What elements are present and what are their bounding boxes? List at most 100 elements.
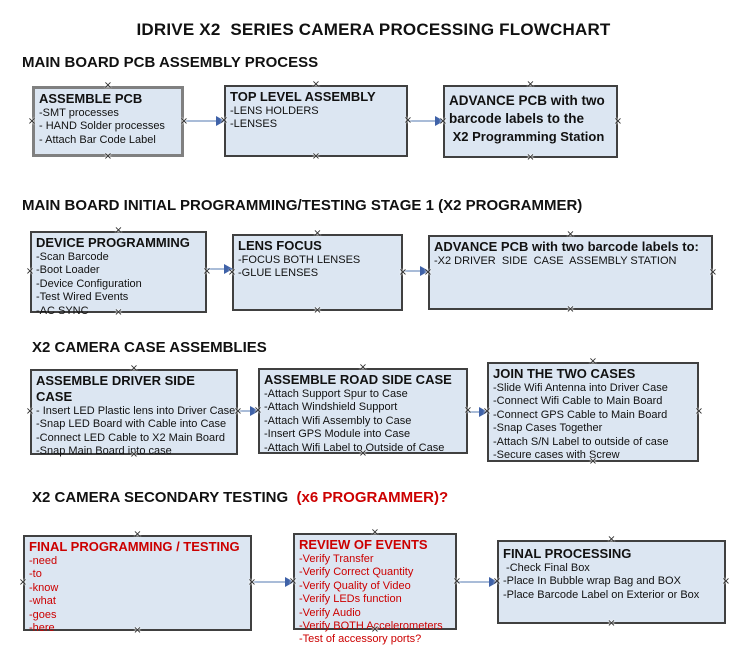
connection-handle: ×	[370, 527, 380, 538]
box-item: -Attach S/N Label to outside of case	[493, 435, 669, 448]
box-item: -know	[29, 581, 59, 594]
box-item: -Scan Barcode	[36, 251, 109, 263]
box-item: - Insert LED Plastic lens into Driver Ca…	[36, 405, 236, 417]
arrow-shaft	[184, 120, 224, 122]
box-item: -Check Final Box	[503, 562, 590, 574]
box-title: ASSEMBLE DRIVER SIDE CASE	[36, 373, 195, 404]
box-item: -Place In Bubble wrap Bag and BOX	[503, 575, 681, 588]
connection-handle: ×	[133, 625, 142, 636]
connection-handle: ×	[358, 362, 368, 373]
box-item: -Verify Audio	[299, 606, 361, 619]
section-header-pcb-assembly: MAIN BOARD PCB ASSEMBLY PROCESS	[22, 54, 319, 71]
connector-arrow[interactable]	[238, 406, 259, 416]
arrow-shaft	[408, 120, 443, 122]
box-item: -LENS HOLDERS	[230, 105, 319, 117]
box-item: - Attach Bar Code Label	[39, 133, 156, 146]
connection-handle: ×	[526, 79, 535, 90]
box-item: -Test Wired Events	[36, 291, 129, 304]
section-header-red-part: (x6 PROGRAMMER)?	[296, 489, 449, 506]
box-item: -goes	[29, 608, 57, 621]
box-item: -Verify Quality of Video	[299, 579, 411, 592]
flow-box-top-level-assembly[interactable]: TOP LEVEL ASSEMBLY -LENS HOLDERS -LENSES	[224, 85, 408, 157]
box-item: -Place Barcode Label on Exterior or Box	[503, 588, 700, 601]
connector-arrow[interactable]	[184, 116, 225, 126]
flow-box-final-processing[interactable]: FINAL PROCESSING -Check Final Box -Place…	[497, 540, 726, 624]
section-header-secondary-testing: X2 CAMERA SECONDARY TESTING (x6 PROGRAMM…	[32, 489, 448, 506]
connector-arrow[interactable]	[252, 577, 294, 587]
flow-box-join-the-two-cases[interactable]: JOIN THE TWO CASES -Slide Wifi Antenna i…	[487, 362, 699, 462]
connector-arrow[interactable]	[468, 407, 488, 417]
box-title: ASSEMBLE ROAD SIDE CASE	[264, 372, 452, 387]
connector-arrow[interactable]	[457, 577, 498, 587]
page-title: IDRIVE X2 SERIES CAMERA PROCESSING FLOWC…	[136, 20, 611, 39]
arrow-head-icon	[224, 264, 233, 274]
box-title: DEVICE PROGRAMMING	[36, 235, 190, 250]
flow-box-lens-focus[interactable]: LENS FOCUS -FOCUS BOTH LENSES -GLUE LENS…	[232, 234, 403, 311]
connector-arrow[interactable]	[403, 266, 429, 276]
box-item: -Test of accessory ports?	[299, 633, 422, 646]
arrow-shaft	[252, 581, 293, 583]
flow-box-assemble-pcb[interactable]: ASSEMBLE PCB -SMT processes - HAND Solde…	[32, 86, 184, 157]
connection-handle: ×	[566, 229, 575, 240]
connection-handle: ×	[233, 406, 243, 417]
section-header-case-assemblies: X2 CAMERA CASE ASSEMBLIES	[32, 339, 267, 356]
connection-handle: ×	[253, 405, 263, 416]
box-item: -Device Configuration	[36, 277, 142, 290]
arrow-shaft	[468, 411, 487, 413]
box-item: -Connect LED Cable to X2 Main Board	[36, 431, 225, 444]
arrow-shaft	[403, 270, 428, 272]
box-item: -Slide Wifi Antenna into Driver Case	[493, 382, 668, 394]
connection-handle: ×	[708, 266, 718, 278]
flow-box-device-programming[interactable]: DEVICE PROGRAMMING -Scan Barcode -Boot L…	[30, 231, 207, 317]
connection-handle: ×	[607, 534, 616, 545]
connection-handle: ×	[311, 79, 321, 90]
connection-handle: ×	[370, 624, 380, 635]
box-item: -need	[29, 555, 58, 567]
arrow-head-icon	[420, 266, 429, 276]
connection-handle: ×	[403, 115, 413, 126]
box-title: JOIN THE TWO CASES	[493, 366, 636, 381]
connection-handle: ×	[588, 456, 598, 467]
connection-handle: ×	[133, 529, 142, 540]
connection-handle: ×	[358, 448, 368, 459]
connection-handle: ×	[25, 266, 35, 277]
flow-box-final-programming-testing[interactable]: FINAL PROGRAMMING / TESTING -need -to -k…	[23, 535, 252, 634]
arrow-head-icon	[489, 577, 498, 587]
connector-arrow[interactable]	[408, 116, 444, 126]
connection-handle: ×	[103, 80, 113, 91]
flow-box-advance-pcb-programming-station[interactable]: ADVANCE PCB with two barcode labels to t…	[443, 85, 618, 158]
box-item: -Insert GPS Module into Case	[264, 428, 411, 441]
connection-handle: ×	[607, 618, 616, 629]
box-item: -GLUE LENSES	[238, 267, 319, 280]
connection-handle: ×	[313, 305, 322, 316]
box-title: LENS FOCUS	[238, 238, 322, 253]
connection-handle: ×	[721, 576, 731, 587]
arrow-head-icon	[250, 406, 259, 416]
box-item: - HAND Solder processes	[39, 120, 165, 133]
box-item: -Verify Correct Quantity	[299, 566, 414, 579]
box-title: REVIEW OF EVENTS	[299, 537, 428, 552]
connection-handle: ×	[566, 304, 575, 315]
connection-handle: ×	[18, 577, 28, 588]
arrow-shaft	[207, 268, 232, 270]
box-item: -what	[29, 595, 56, 608]
box-item: -Snap Main Board into case	[36, 445, 172, 458]
box-title: ADVANCE PCB with two barcode labels to:	[434, 239, 699, 254]
connector-arrow[interactable]	[207, 264, 233, 274]
flow-box-assemble-driver-side-case[interactable]: ASSEMBLE DRIVER SIDE CASE - Insert LED P…	[30, 369, 238, 458]
arrow-shaft	[457, 581, 497, 583]
box-item: -here	[29, 622, 55, 635]
box-item: -Verify BOTH Accelerometers	[299, 620, 443, 633]
connection-handle: ×	[526, 152, 535, 163]
connection-handle: ×	[27, 115, 37, 127]
flow-box-advance-pcb-driver-side[interactable]: ADVANCE PCB with two barcode labels to: …	[428, 235, 713, 310]
connection-handle: ×	[103, 151, 113, 162]
arrow-head-icon	[435, 116, 444, 126]
box-item: -Snap LED Board with Cable into Case	[36, 418, 227, 431]
flow-box-assemble-road-side-case[interactable]: ASSEMBLE ROAD SIDE CASE -Attach Support …	[258, 368, 468, 454]
arrow-head-icon	[285, 577, 294, 587]
flow-box-review-of-events[interactable]: REVIEW OF EVENTS -Verify Transfer -Verif…	[293, 533, 457, 645]
connection-handle: ×	[25, 406, 35, 417]
box-item: -Attach Windshield Support	[264, 401, 398, 414]
section-header-initial-programming: MAIN BOARD INITIAL PROGRAMMING/TESTING S…	[22, 197, 583, 214]
